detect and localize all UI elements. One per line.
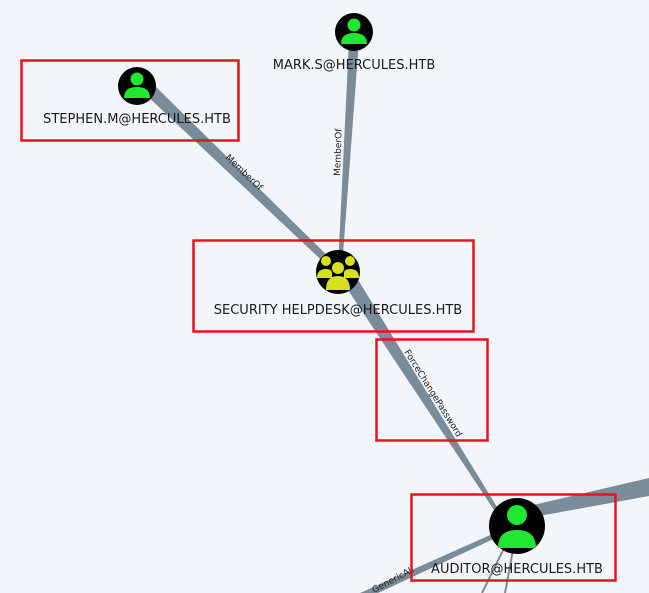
edge-auditor-offscreen-right[interactable] bbox=[512, 478, 649, 520]
edge-label-helpdesk-auditor: ForceChangePassword bbox=[401, 348, 463, 439]
highlight-box-auditor bbox=[410, 493, 617, 582]
user-icon bbox=[124, 72, 150, 98]
edge-mark-helpdesk[interactable] bbox=[338, 40, 359, 268]
highlight-boxes bbox=[20, 59, 617, 582]
node-label-helpdesk: SECURITY HELPDESK@HERCULES.HTB bbox=[214, 303, 462, 318]
highlight-box-helpdesk bbox=[192, 239, 475, 333]
node-label-auditor: AUDITOR@HERCULES.HTB bbox=[431, 562, 603, 577]
edge-auditor-offscreen-left[interactable] bbox=[360, 524, 517, 593]
node-label-stephen: STEPHEN.M@HERCULES.HTB bbox=[43, 112, 231, 127]
edge-helpdesk-auditor[interactable] bbox=[340, 270, 505, 522]
edge-stephen-helpdesk[interactable] bbox=[143, 84, 340, 272]
node-stephen[interactable]: STEPHEN.M@HERCULES.HTB bbox=[43, 67, 231, 127]
group-icon bbox=[317, 256, 359, 290]
node-auditor[interactable]: AUDITOR@HERCULES.HTB bbox=[431, 498, 603, 577]
highlight-box-forcechangepassword bbox=[375, 338, 489, 442]
user-icon bbox=[341, 18, 367, 44]
node-label-mark: MARK.S@HERCULES.HTB bbox=[273, 58, 436, 73]
node-helpdesk[interactable]: SECURITY HELPDESK@HERCULES.HTB bbox=[214, 250, 462, 318]
highlight-box-stephen bbox=[20, 59, 240, 142]
user-icon bbox=[498, 505, 536, 548]
node-mark[interactable]: MARK.S@HERCULES.HTB bbox=[273, 13, 436, 73]
edge-label-mark-helpdesk: MemberOf bbox=[333, 128, 345, 176]
edge-label-stephen-helpdesk: MemberOf bbox=[223, 153, 265, 194]
edge-label-auditor-genericall: GenericAll bbox=[371, 565, 416, 593]
